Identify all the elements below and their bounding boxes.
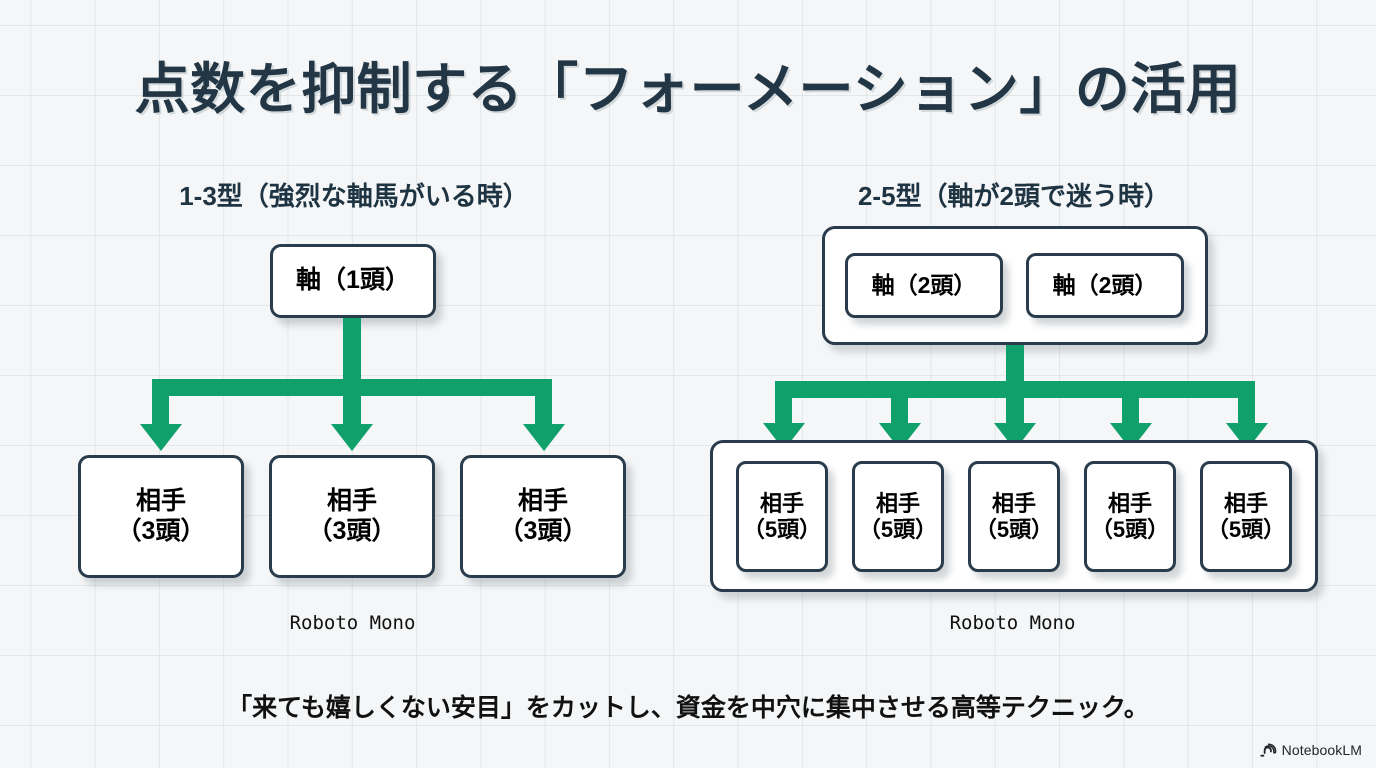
left-connector-drop-3 xyxy=(535,379,552,427)
right-partner-3-line2: （5頭） xyxy=(974,516,1054,542)
right-partner-node-1: 相手 （5頭） xyxy=(736,461,828,572)
left-partner-node-1: 相手 （3頭） xyxy=(78,455,244,578)
right-partner-node-5: 相手 （5頭） xyxy=(1200,461,1292,572)
right-partner-2-line2: （5頭） xyxy=(858,516,938,542)
left-partner-1-line2: （3頭） xyxy=(116,516,206,545)
right-anchor-node-2: 軸（2頭） xyxy=(1026,253,1184,318)
diagram-heading-right: 2-5型（軸が2頭で迷う時） xyxy=(857,181,1171,211)
diagram-heading-left: 1-3型（強烈な軸馬がいる時） xyxy=(179,181,529,211)
slide-caption: 「来ても嬉しくない安目」をカットし、資金を中穴に集中させる高等テクニック。 xyxy=(227,694,1149,722)
right-connector-drop-2 xyxy=(891,381,908,426)
right-partner-node-4: 相手 （5頭） xyxy=(1084,461,1176,572)
left-mono-label: Roboto Mono xyxy=(289,612,416,634)
right-partner-2-line1: 相手 xyxy=(875,490,920,516)
right-partner-node-2: 相手 （5頭） xyxy=(852,461,944,572)
left-connector-drop-2 xyxy=(343,379,361,427)
left-connector-drop-1 xyxy=(152,379,169,427)
left-partner-node-2: 相手 （3頭） xyxy=(269,455,435,578)
right-mono-label: Roboto Mono xyxy=(949,612,1076,634)
left-anchor-label: 軸（1頭） xyxy=(296,266,410,295)
left-anchor-node: 軸（1頭） xyxy=(270,244,436,318)
right-anchor-node-1: 軸（2頭） xyxy=(845,253,1003,318)
right-partner-4-line1: 相手 xyxy=(1107,490,1152,516)
notebooklm-watermark: NotebookLM xyxy=(1260,742,1362,758)
right-partner-5-line1: 相手 xyxy=(1223,490,1268,516)
left-partner-2-line2: （3頭） xyxy=(307,516,397,545)
notebooklm-icon xyxy=(1260,743,1277,757)
notebooklm-label: NotebookLM xyxy=(1281,742,1362,758)
right-partner-4-line2: （5頭） xyxy=(1090,516,1170,542)
right-partner-3-line1: 相手 xyxy=(991,490,1036,516)
right-connector-drop-5 xyxy=(1238,381,1255,426)
left-partner-3-line1: 相手 xyxy=(517,487,568,515)
right-anchor-1-label: 軸（2頭） xyxy=(871,271,977,298)
left-partner-3-line2: （3頭） xyxy=(498,516,588,545)
left-partner-1-line1: 相手 xyxy=(135,487,186,515)
page-title: 点数を抑制する「フォーメーション」の活用 xyxy=(134,58,1242,120)
right-partner-1-line1: 相手 xyxy=(759,490,804,516)
right-partner-1-line2: （5頭） xyxy=(742,516,822,542)
right-connector-stem xyxy=(1006,345,1024,389)
left-partner-node-3: 相手 （3頭） xyxy=(460,455,626,578)
right-partner-node-3: 相手 （5頭） xyxy=(968,461,1060,572)
right-connector-drop-1 xyxy=(775,381,792,426)
right-connector-drop-4 xyxy=(1122,381,1139,426)
right-anchor-2-label: 軸（2頭） xyxy=(1052,271,1158,298)
left-connector-stem xyxy=(343,318,361,386)
left-partner-2-line1: 相手 xyxy=(326,487,377,515)
left-arrowhead-3 xyxy=(523,424,565,451)
right-connector-drop-3 xyxy=(1006,381,1024,426)
left-arrowhead-1 xyxy=(140,424,182,451)
left-arrowhead-2 xyxy=(331,424,373,451)
right-partner-5-line2: （5頭） xyxy=(1206,516,1286,542)
